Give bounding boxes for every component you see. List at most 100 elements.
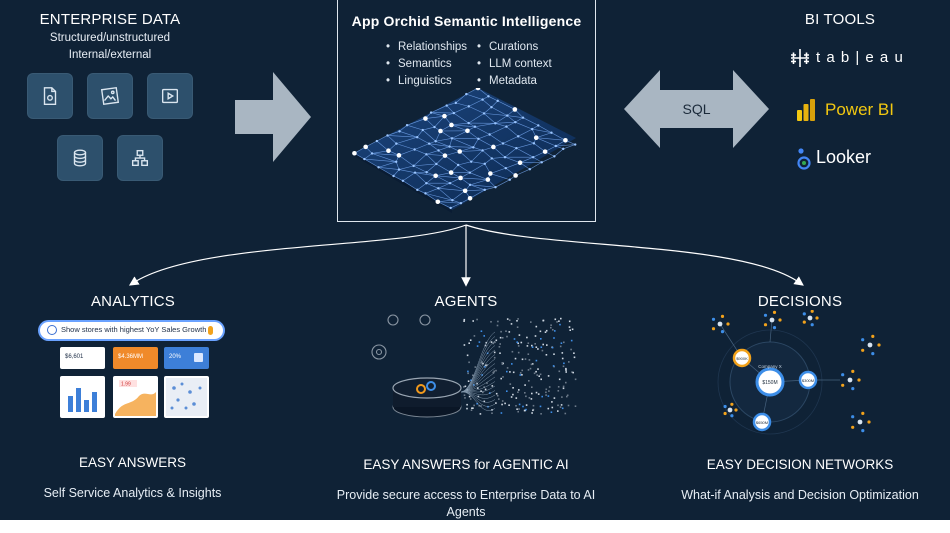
graph-node bbox=[483, 162, 487, 165]
data-point bbox=[531, 386, 533, 388]
network-node bbox=[802, 312, 806, 316]
data-point bbox=[517, 410, 519, 413]
data-point bbox=[468, 395, 471, 398]
data-point bbox=[487, 405, 489, 408]
graph-node bbox=[532, 142, 536, 145]
network-node bbox=[730, 414, 734, 418]
graph-node bbox=[467, 195, 473, 201]
graph-edge bbox=[426, 182, 439, 189]
graph-edge bbox=[482, 99, 492, 108]
data-point bbox=[478, 405, 480, 407]
data-point bbox=[504, 402, 506, 405]
graph-edge bbox=[466, 93, 483, 100]
network-node bbox=[778, 318, 782, 322]
data-point bbox=[491, 412, 493, 414]
graph-edge bbox=[395, 161, 400, 170]
data-point bbox=[536, 374, 538, 376]
graph-node bbox=[483, 188, 486, 192]
graph-node bbox=[553, 155, 556, 158]
network-node bbox=[861, 429, 865, 433]
data-point bbox=[524, 358, 527, 360]
search-query-text: Show stores with highest YoY Sales Growt… bbox=[61, 325, 207, 334]
graph-edge bbox=[468, 113, 485, 124]
graph-edge bbox=[371, 153, 397, 163]
network-node bbox=[720, 314, 725, 318]
graph-node bbox=[513, 173, 518, 178]
data-point bbox=[490, 321, 492, 323]
capabilities-list-left: •Relationships •Semantics •Linguistics bbox=[386, 39, 467, 90]
data-point bbox=[534, 343, 536, 345]
data-point bbox=[508, 404, 510, 406]
data-point bbox=[557, 390, 560, 392]
network-node bbox=[769, 317, 775, 323]
graph-edge bbox=[522, 117, 539, 126]
data-point bbox=[540, 413, 542, 415]
graph-edge bbox=[507, 115, 524, 118]
graph-edge bbox=[482, 150, 492, 159]
data-point bbox=[479, 413, 482, 415]
graph-edge bbox=[563, 144, 576, 150]
graph-node bbox=[473, 125, 477, 128]
data-point bbox=[499, 343, 501, 345]
data-point bbox=[501, 363, 504, 365]
data-point bbox=[560, 317, 562, 320]
graph-node bbox=[458, 175, 463, 181]
data-point bbox=[506, 370, 508, 373]
decision-node-value: $300M bbox=[802, 378, 814, 383]
data-point bbox=[526, 336, 528, 339]
graph-node bbox=[413, 171, 417, 174]
graph-edge bbox=[387, 135, 418, 138]
graph-edge bbox=[398, 165, 414, 170]
graph-node bbox=[416, 136, 419, 139]
data-point bbox=[467, 370, 469, 373]
network-node bbox=[772, 326, 777, 330]
data-point bbox=[468, 342, 470, 344]
graph-node bbox=[468, 183, 472, 187]
data-point bbox=[528, 397, 531, 399]
network-node bbox=[810, 323, 814, 327]
data-stream bbox=[460, 349, 496, 393]
data-point bbox=[527, 342, 530, 344]
data-point bbox=[524, 384, 526, 386]
document-icon bbox=[27, 73, 73, 119]
data-point bbox=[553, 353, 555, 355]
graph-edge bbox=[438, 188, 453, 201]
graph-edge bbox=[484, 186, 496, 191]
data-point bbox=[515, 397, 518, 399]
graph-edge bbox=[431, 112, 445, 117]
data-point bbox=[533, 372, 536, 375]
capability-item: •Relationships bbox=[386, 41, 468, 53]
data-point bbox=[565, 367, 567, 370]
gear-icon bbox=[371, 314, 431, 360]
graph-edge bbox=[438, 187, 466, 192]
graph-node bbox=[503, 156, 507, 159]
data-point bbox=[554, 318, 557, 321]
data-point bbox=[472, 320, 474, 322]
data-point bbox=[477, 395, 480, 398]
graph-edge bbox=[502, 143, 517, 149]
data-point bbox=[482, 391, 484, 394]
graph-edge bbox=[502, 136, 519, 144]
graph-edge bbox=[437, 201, 461, 204]
graph-edge bbox=[515, 117, 524, 123]
graph-edge bbox=[416, 129, 423, 138]
graph-edge bbox=[483, 113, 508, 116]
graph-edge bbox=[387, 135, 397, 144]
network-node bbox=[711, 317, 716, 321]
data-point bbox=[469, 398, 472, 400]
data-point bbox=[499, 352, 501, 354]
data-point bbox=[551, 401, 553, 403]
graph-edge bbox=[507, 115, 516, 123]
graph-edge bbox=[495, 123, 507, 127]
decision-network-illustration: Company X $150M $900K $300M $650M bbox=[711, 310, 881, 435]
data-point bbox=[557, 404, 559, 407]
decision-node bbox=[732, 348, 752, 368]
data-point bbox=[472, 407, 474, 409]
data-point bbox=[521, 374, 523, 376]
data-point bbox=[544, 331, 547, 333]
graph-node bbox=[554, 144, 558, 148]
graph-edge bbox=[402, 180, 418, 191]
graph-node bbox=[515, 146, 518, 150]
data-point bbox=[535, 325, 538, 328]
graph-edge bbox=[417, 189, 426, 194]
